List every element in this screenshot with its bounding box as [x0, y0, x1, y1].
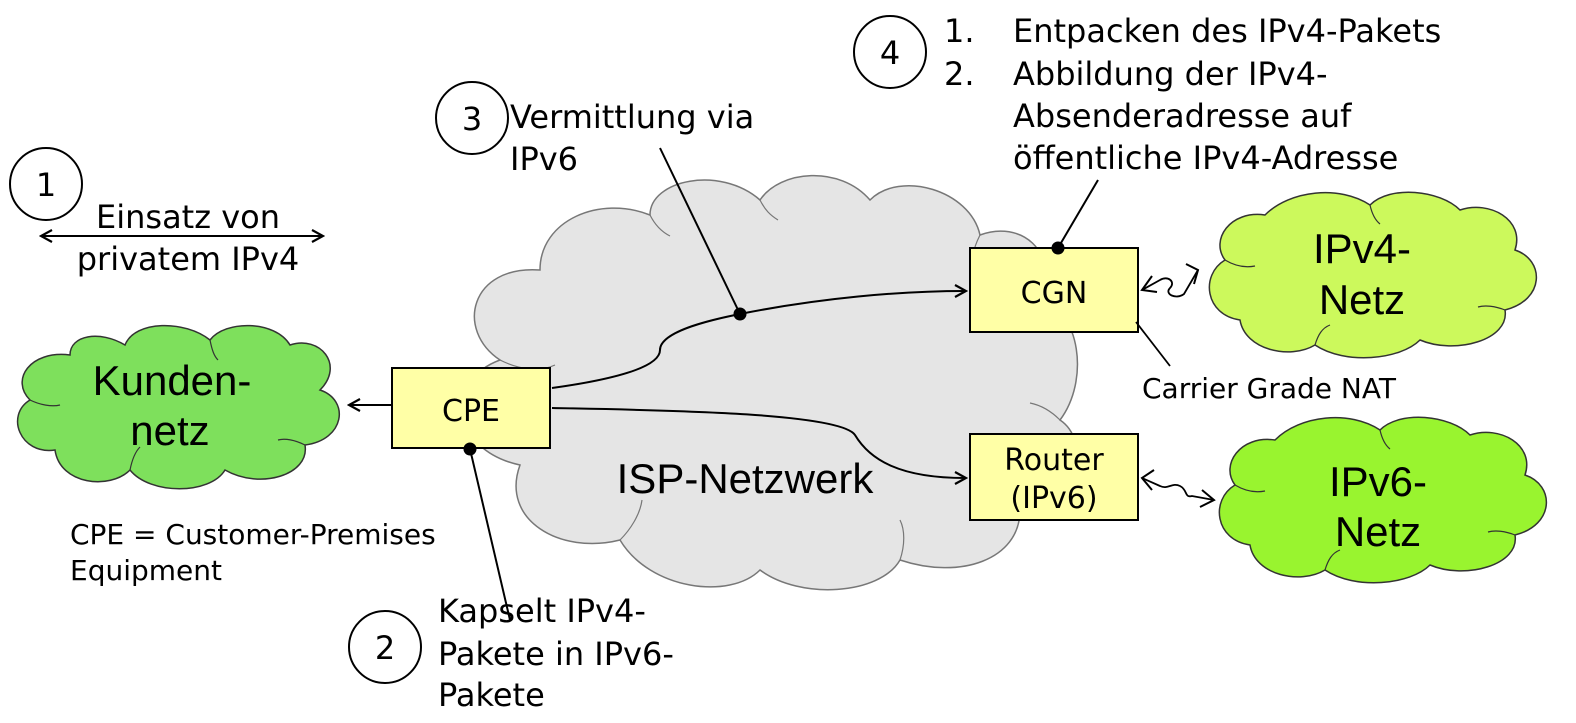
step-3-number: 3	[462, 100, 482, 138]
router-box-label-1: Router	[1004, 443, 1104, 478]
step-4-item-2-text-1: Abbildung der IPv4-	[1013, 55, 1328, 93]
step-3-badge	[435, 81, 509, 155]
step-2-text-2: Pakete in IPv6-	[438, 635, 674, 673]
cgn-ipv4-link	[1141, 269, 1199, 298]
step-2-text-3: Pakete	[438, 676, 545, 714]
step-4-number: 4	[880, 34, 900, 72]
router-box-label-2: (IPv6)	[1010, 481, 1097, 516]
step-3-dot	[733, 307, 747, 321]
cgn-box-label: CGN	[1021, 276, 1088, 311]
ipv6-path-cpe-router	[551, 407, 965, 478]
ipv6-cloud-label-1: IPv6-	[1329, 458, 1427, 505]
ipv6-cloud	[1218, 416, 1548, 584]
ipv4-cloud-label-1: IPv4-	[1313, 225, 1411, 272]
cpe-definition-1: CPE = Customer-Premises	[70, 518, 436, 551]
router-box	[969, 433, 1139, 521]
step-4-item-1-marker: 1.	[944, 12, 975, 50]
step-2-badge	[348, 610, 422, 684]
cgn-definition: Carrier Grade NAT	[1142, 372, 1397, 405]
tunnel-path-cpe-cgn	[551, 291, 965, 389]
step-3-text-1: Vermittlung via	[510, 98, 754, 136]
customer-cloud-label-2: netz	[130, 407, 209, 454]
step-3-pointer	[659, 147, 741, 315]
cpe-definition-2: Equipment	[70, 554, 222, 587]
step-3-text-2: IPv6	[510, 140, 578, 178]
cpe-box-label: CPE	[442, 394, 500, 429]
step-4-badge	[853, 15, 927, 89]
step-1-number: 1	[36, 166, 56, 204]
step-2-pointer	[469, 448, 511, 621]
step-4-item-2-text-3: öffentliche IPv4-Adresse	[1013, 139, 1398, 177]
step-1-badge	[9, 147, 83, 221]
step-4-item-1-text: Entpacken des IPv4-Pakets	[1013, 12, 1441, 50]
step-4-pointer	[1057, 179, 1099, 249]
ipv4-cloud	[1208, 191, 1538, 359]
ipv4-cloud-label-2: Netz	[1319, 276, 1405, 323]
ipv6-cloud-label-2: Netz	[1335, 508, 1421, 555]
step-2-dot	[463, 442, 477, 456]
step-1-text-1: Einsatz von	[96, 198, 280, 236]
customer-cloud-label-1: Kunden-	[93, 357, 252, 404]
router-ipv6-link	[1141, 477, 1215, 501]
step-4-dot	[1051, 241, 1065, 255]
step-2-number: 2	[375, 629, 395, 667]
isp-cloud	[461, 174, 1079, 591]
step-1-text-2: privatem IPv4	[77, 240, 300, 278]
isp-cloud-label: ISP-Netzwerk	[617, 455, 875, 502]
customer-cloud	[16, 324, 340, 490]
step-4-item-2-text-2: Absenderadresse auf	[1013, 97, 1352, 135]
cgn-definition-pointer	[1135, 321, 1171, 367]
step-2-text-1: Kapselt IPv4-	[438, 592, 646, 630]
step-4-item-2-marker: 2.	[944, 55, 975, 93]
